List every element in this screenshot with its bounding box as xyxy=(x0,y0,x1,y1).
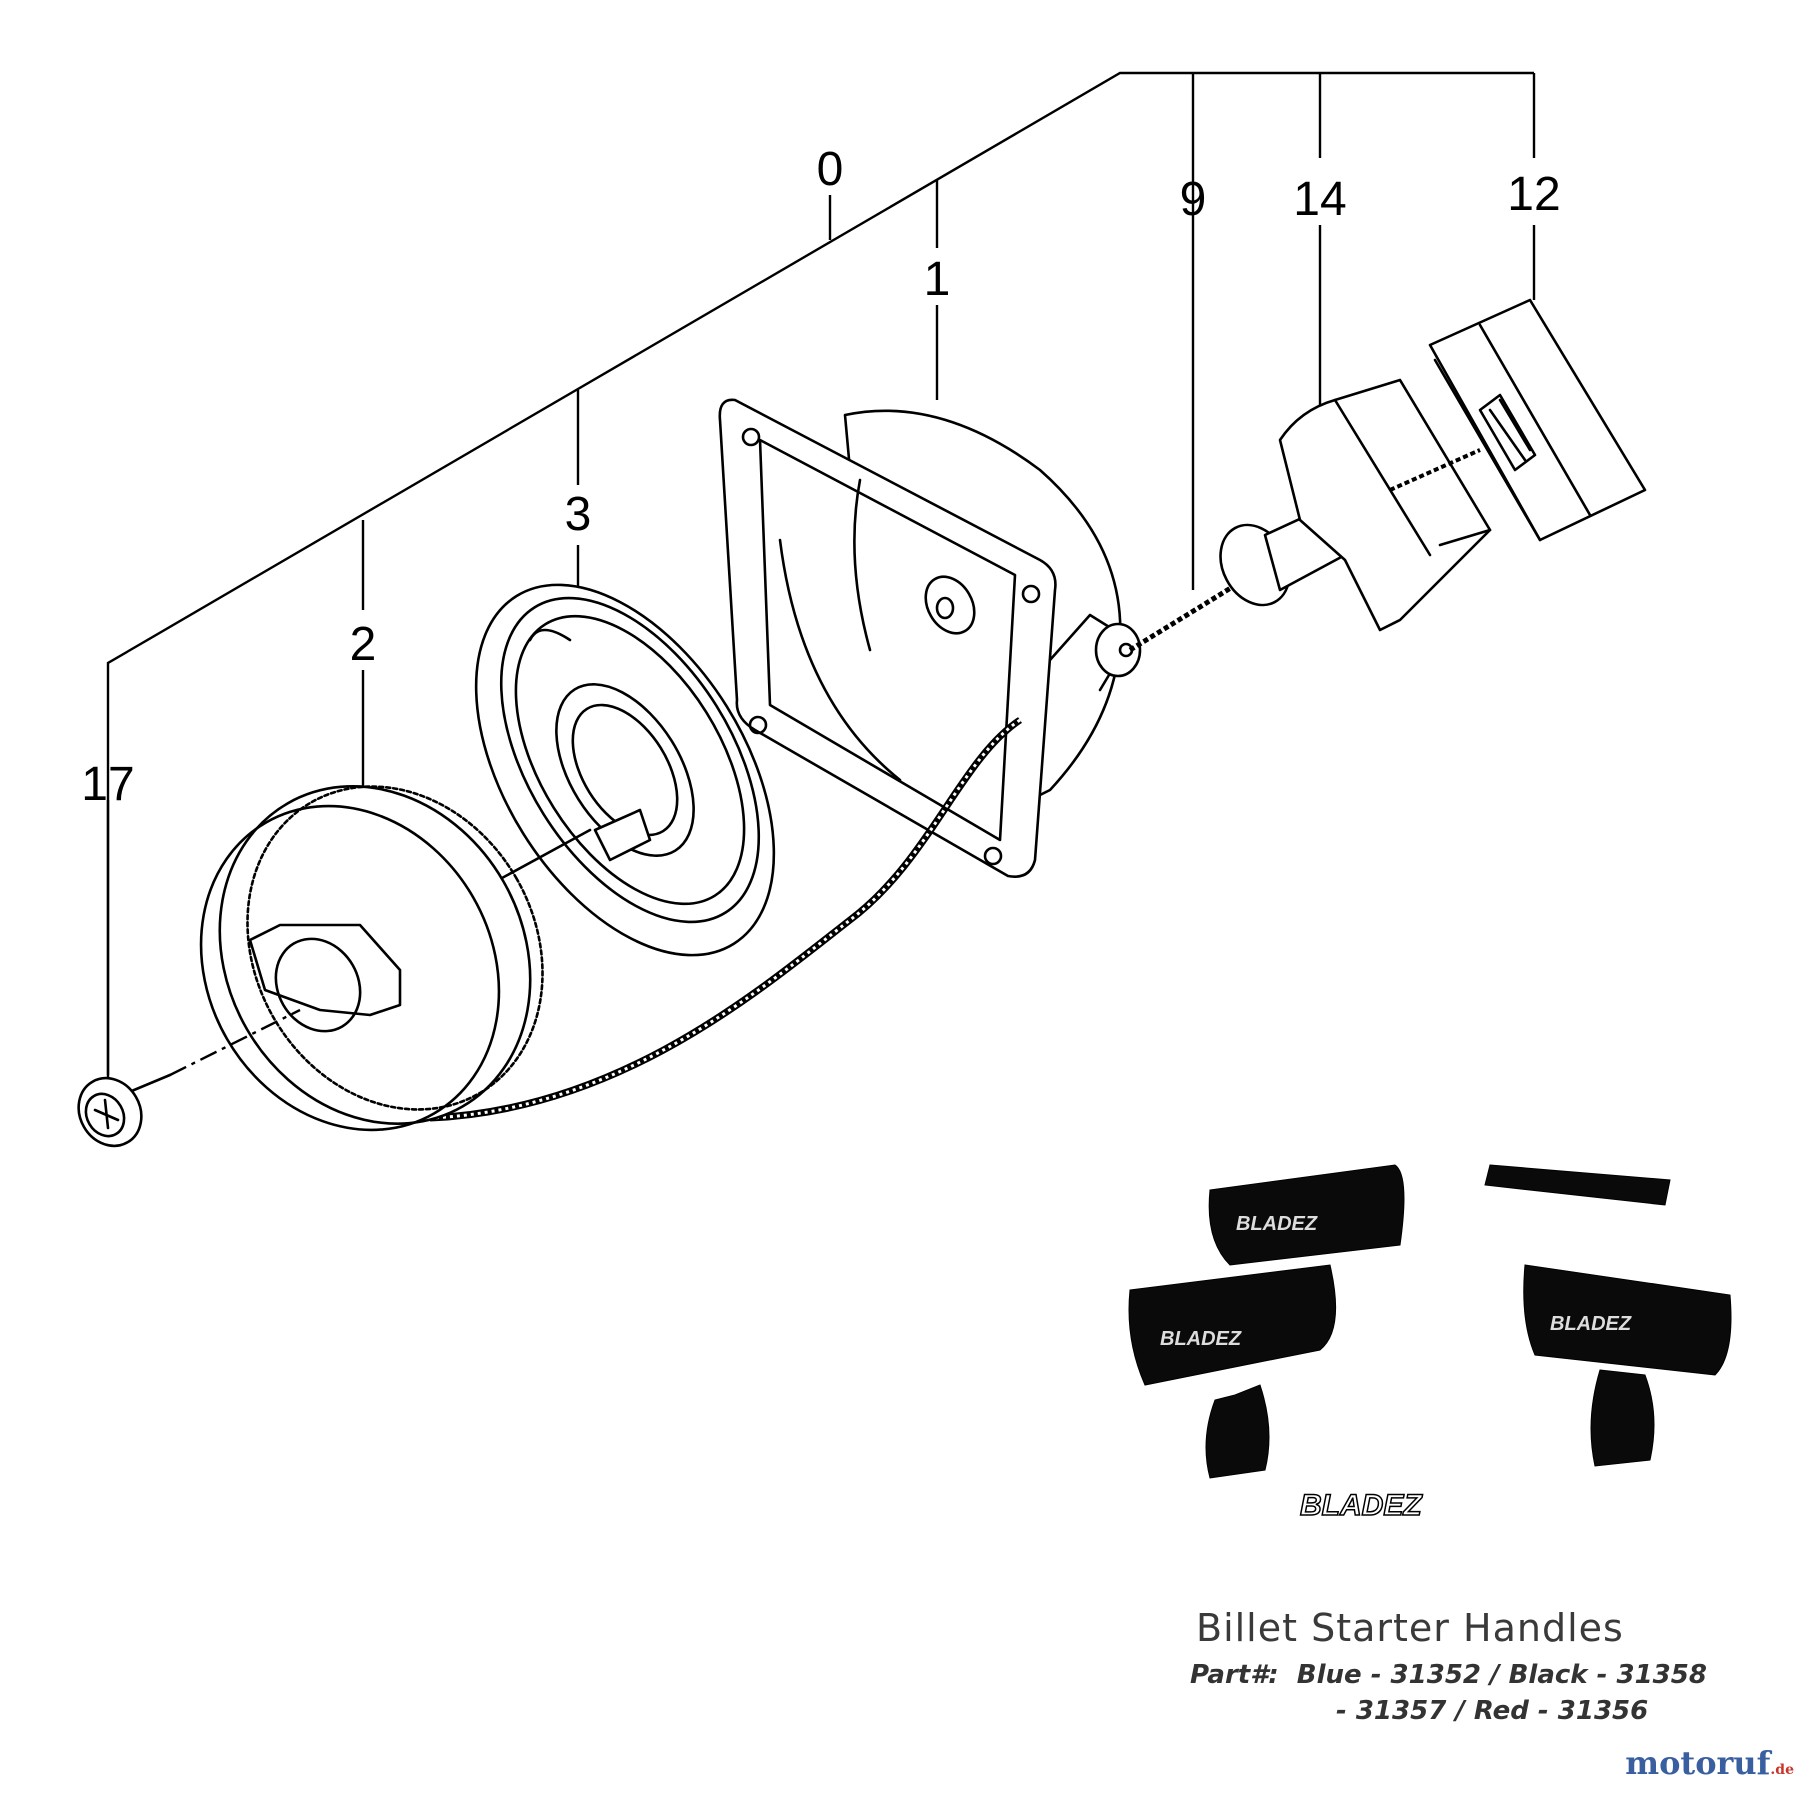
callout-14: 14 xyxy=(1293,173,1346,226)
handle-logo-1: BLADEZ xyxy=(1236,1213,1318,1235)
callout-9: 9 xyxy=(1180,173,1207,226)
screw-17 xyxy=(77,1008,301,1148)
handle-logo-3: BLADEZ xyxy=(1550,1313,1632,1335)
starter-housing xyxy=(718,398,1142,878)
handle-logo-2: BLADEZ xyxy=(1160,1328,1242,1350)
callout-12: 12 xyxy=(1507,168,1560,221)
watermark-tld: .de xyxy=(1770,1762,1794,1778)
caption-part-numbers-line2: - 31357 / Red - 31356 xyxy=(1336,1696,1649,1726)
recoil-spring-3 xyxy=(474,583,776,957)
caption-part-numbers-line1: Part#: Blue - 31352 / Black - 31358 xyxy=(1190,1660,1707,1690)
starter-grip-12 xyxy=(1428,298,1647,542)
billet-handles-photo: BLADEZ BLADEZ BLADEZ BLADEZ xyxy=(1128,1164,1732,1523)
callout-17: 17 xyxy=(81,758,134,811)
callout-numbers: 0 1 9 14 12 3 2 17 xyxy=(81,143,1560,811)
leader-lines xyxy=(106,71,1536,1078)
bladez-logo: BLADEZ xyxy=(1300,1489,1423,1522)
watermark-logo: motoruf.de xyxy=(1625,1744,1794,1782)
callout-1: 1 xyxy=(924,253,951,306)
callout-3: 3 xyxy=(565,488,592,541)
callout-0: 0 xyxy=(817,143,844,196)
pulley-2 xyxy=(199,785,544,1132)
starter-rope xyxy=(429,567,1262,1122)
starter-handle-14 xyxy=(1219,378,1492,632)
callout-2: 2 xyxy=(350,618,377,671)
caption-title: Billet Starter Handles xyxy=(1196,1606,1624,1650)
watermark-site: motoruf xyxy=(1625,1744,1771,1782)
